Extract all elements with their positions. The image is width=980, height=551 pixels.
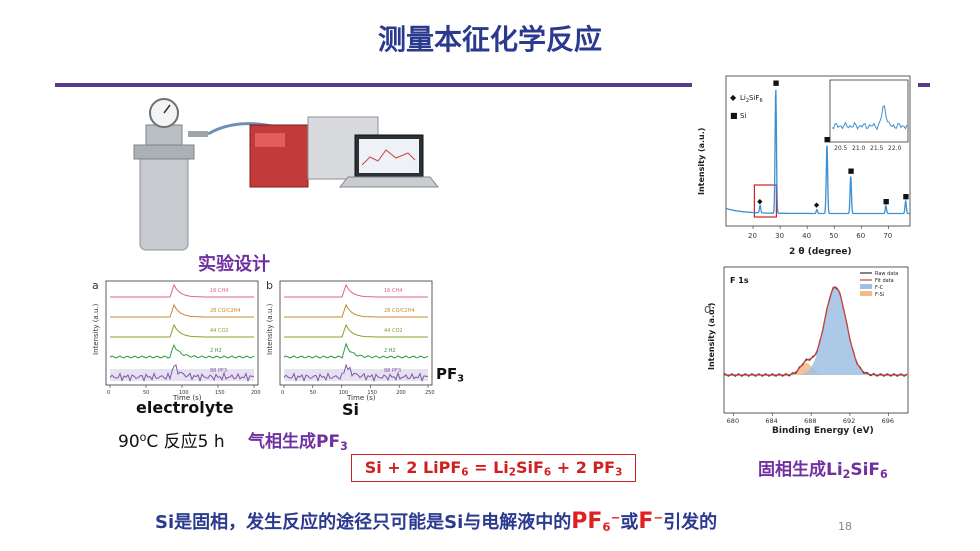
ms-trace-line [284,323,428,338]
xps-legend-label: F-Si [875,292,884,298]
pf3-label: PF3 [436,365,465,385]
reaction-equation: Si + 2 LiPF6 = Li2SiF6 + 2 PF3 [351,454,636,482]
xrd-xtick-label: 30 [775,232,784,240]
ms-trace-line [110,283,254,298]
ms-trace-line [284,283,428,298]
xrd-legend-si: Si [740,112,746,120]
ms-trace-label: 2 H2 [210,348,222,354]
xps-ylabel: Intensity (a.u.) [707,303,716,370]
title-divider [55,83,930,87]
xps-xtick-label: 696 [882,417,894,425]
ms-xtick-label: 250 [425,390,435,396]
legend-square-icon: ■ [730,111,738,120]
ms-xtick-label: 0 [107,390,110,396]
si-peak-marker: ■ [773,79,780,87]
ms-trace-label: 44 CO2 [384,328,403,334]
ms-trace-line [283,363,429,383]
xps-xtick-label: 680 [727,417,739,425]
xps-legend-label: Fit data [875,278,894,284]
li2sif6-peak-marker: ◆ [757,197,763,205]
si-peak-marker: ■ [848,167,855,175]
ms-xtick-label: 100 [339,390,349,396]
xps-xlabel: Binding Energy (eV) [772,426,874,436]
gas-phase-label: 气相生成PF3 [248,432,348,453]
pf3-band [110,369,254,381]
li2sif6-peak-marker: ◆ [814,201,820,209]
ms-trace-line [109,364,255,383]
ms-xtick-label: 50 [310,390,316,396]
ms-trace-label: 88 PF3 [384,368,401,374]
si-peak-marker: ■ [824,136,831,144]
ms-chart-b: b Intensity (a.u.) Time (s) 0 50 100 150 200… [266,279,435,402]
ms-trace-label: 88 PF3 [210,368,227,374]
pf3-band [284,369,428,381]
xps-xtick-label: 684 [765,417,777,425]
ms-chart-a: a Intensity (a.u.) Time (s) 0 50 100 150 200… [92,279,261,402]
ms-trace-label: 16 CH4 [384,288,402,294]
xps-chart: F 1s d Intensity (a.u.) Binding Energy (… [704,266,909,436]
xps-legend-label: F-C [875,285,884,291]
xps-xtick-label: 692 [843,417,855,425]
inset-xtick-label: 21.5 [870,145,884,152]
si-peak-marker: ■ [903,192,910,200]
ms-trace-label: 28 CO/C2H4 [210,308,241,314]
xrd-legend-li2sif6: Li2SiF6 [740,94,763,104]
panel-label-a: a [92,279,99,292]
ms-b-ylabel: Intensity (a.u.) [266,303,274,355]
ms-trace-line [110,303,254,318]
xrd-xtick-label: 50 [829,232,838,240]
experiment-design-label: 实验设计 [198,254,270,275]
xrd-xtick-label: 60 [856,232,865,240]
xps-legend-swatch [860,284,872,289]
ms-a-ylabel: Intensity (a.u.) [92,303,100,355]
ms-trace-label: 28 CO/C2H4 [384,308,415,314]
ms-trace-label: 44 CO2 [210,328,229,334]
conclusion-text: Si是固相，发生反应的途径只可能是Si与电解液中的PF6−或F−引发的 [155,509,718,534]
panel-label-b: b [266,279,273,292]
reaction-conditions: 90oC 反应5 h [118,430,225,452]
xps-legend-swatch [860,291,872,296]
inset-xtick-label: 20.5 [834,145,848,152]
si-label: Si [342,400,360,419]
inset-xtick-label: 22.0 [888,145,902,152]
ms-xtick-label: 50 [143,390,149,396]
ms-xtick-label: 200 [396,390,406,396]
xrd-chart: Intensity (a.u.) 2 θ (degree) ◆ Li2SiF6 … [692,70,918,262]
inset-xtick-label: 21.0 [852,145,866,152]
xrd-xtick-label: 70 [883,232,892,240]
xrd-xtick-label: 20 [748,232,757,240]
ms-xtick-label: 100 [179,390,189,396]
xps-title: F 1s [730,276,749,285]
legend-diamond-icon: ◆ [730,93,737,102]
ms-trace-line [109,343,255,359]
ms-trace-line [110,323,254,338]
page-title: 测量本征化学反应 [377,23,602,56]
xrd-xlabel: 2 θ (degree) [789,247,852,257]
apparatus-illustration [133,98,440,251]
ms-xtick-label: 150 [367,390,377,396]
ms-xtick-label: 200 [251,390,261,396]
ms-trace-line [284,303,428,318]
ms-b-xlabel: Time (s) [346,394,376,402]
xps-xtick-label: 688 [804,417,816,425]
ms-xtick-label: 0 [281,390,284,396]
ms-trace-label: 2 H2 [384,348,396,354]
panel-label-d: d [704,302,712,316]
electrolyte-label: electrolyte [136,398,234,417]
ms-xtick-label: 150 [215,390,225,396]
ms-trace-label: 16 CH4 [210,288,228,294]
solid-phase-label: 固相生成Li2SiF6 [758,460,888,481]
xrd-ylabel: Intensity (a.u.) [697,128,706,195]
page-number: 18 [838,520,852,533]
ms-trace-line [283,342,429,359]
si-peak-marker: ■ [883,197,890,205]
xrd-xtick-label: 40 [802,232,811,240]
xps-legend-label: Raw data [875,271,898,277]
ms-a-xlabel: Time (s) [172,394,202,402]
